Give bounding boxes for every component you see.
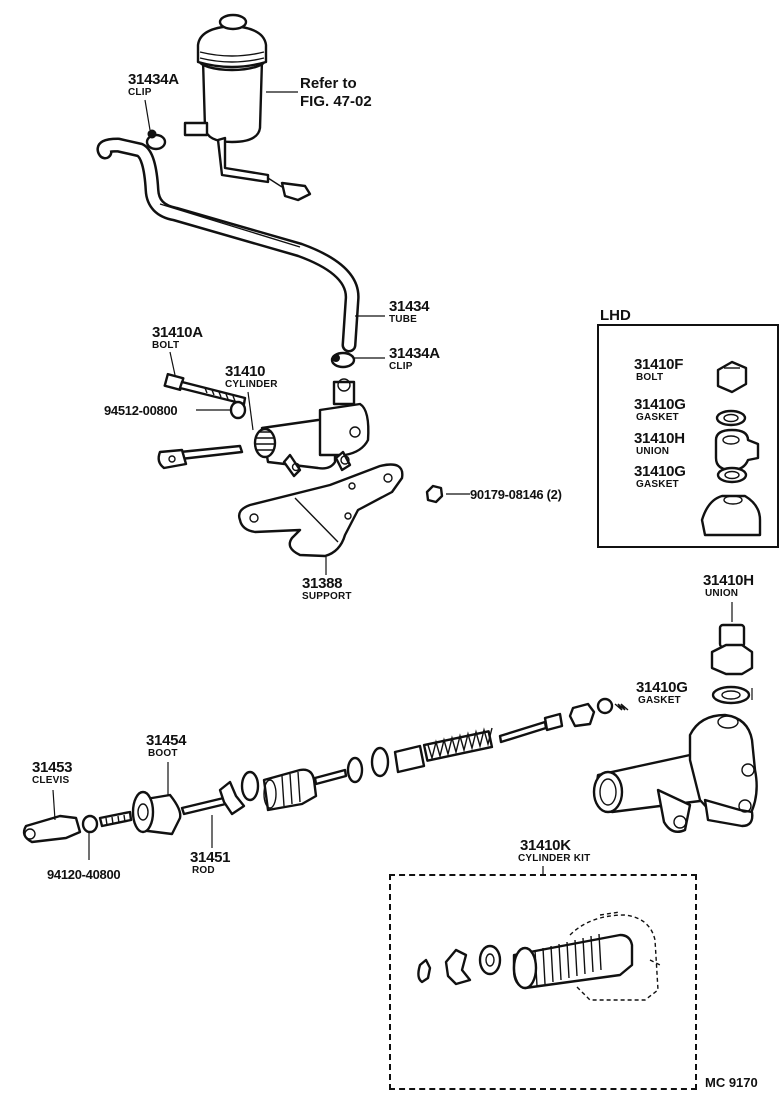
label-lhd-gasket2-number: 31410G <box>634 463 686 480</box>
label-washer-number: 94512-00800 <box>104 403 178 418</box>
label-clevis-name: CLEVIS <box>32 775 70 786</box>
lhd-title: LHD <box>600 307 631 324</box>
label-cylinder-kit-name: CYLINDER KIT <box>518 853 591 864</box>
label-clip-top-name: CLIP <box>128 87 152 98</box>
label-lhd-union-number: 31410H <box>634 430 685 447</box>
label-tube-number: 31434 <box>389 298 430 315</box>
nut <box>425 484 444 504</box>
clip-mid <box>330 351 356 369</box>
label-bolt-main-number: 31410A <box>152 324 203 341</box>
label-clip-mid-name: CLIP <box>389 361 413 372</box>
label-rod-name: ROD <box>192 865 215 876</box>
label-lhd-bolt-name: BOLT <box>636 372 664 383</box>
label-union-main-name: UNION <box>705 588 739 599</box>
label-boot-name: BOOT <box>148 748 178 759</box>
label-cylinder-name: CYLINDER <box>225 379 278 390</box>
label-nut-number: 90179-08146 (2) <box>470 487 562 502</box>
label-clip-mid-number: 31434A <box>389 345 440 362</box>
figure-code: MC 9170 <box>705 1075 758 1090</box>
label-gasket-main-name: GASKET <box>638 695 681 706</box>
lhd-parts <box>700 360 762 537</box>
label-rod-number: 31451 <box>190 849 231 866</box>
label-union-main-number: 31410H <box>703 572 754 589</box>
label-gasket-main-number: 31410G <box>636 679 688 696</box>
reservoir <box>183 13 312 202</box>
tube <box>96 137 360 353</box>
label-support-number: 31388 <box>302 575 343 592</box>
lhd-box <box>597 324 779 548</box>
piston-parts <box>22 697 629 844</box>
reference-line1: Refer to <box>300 75 357 92</box>
cylinder-kit-box <box>389 874 697 1090</box>
label-lhd-gasket1-name: GASKET <box>636 412 679 423</box>
union-main <box>710 623 754 705</box>
support-bracket <box>237 463 404 558</box>
label-lhd-gasket1-number: 31410G <box>634 396 686 413</box>
master-cylinder-lower <box>592 713 758 833</box>
label-lhd-bolt-number: 31410F <box>634 356 684 373</box>
label-clip-top-number: 31434A <box>128 71 179 88</box>
label-cylinder-number: 31410 <box>225 363 266 380</box>
clip-top <box>145 129 167 151</box>
label-bolt-main-name: BOLT <box>152 340 180 351</box>
reference-line2: FIG. 47-02 <box>300 93 372 110</box>
label-support-name: SUPPORT <box>302 591 352 602</box>
label-nut-rod-number: 94120-40800 <box>47 867 121 882</box>
label-lhd-union-name: UNION <box>636 446 670 457</box>
washer <box>229 400 247 420</box>
label-cylinder-kit-number: 31410K <box>520 837 571 854</box>
label-boot-number: 31454 <box>146 732 187 749</box>
cylinder-kit-parts <box>417 911 661 1001</box>
label-clevis-number: 31453 <box>32 759 73 776</box>
label-lhd-gasket2-name: GASKET <box>636 479 679 490</box>
master-cylinder-upper <box>157 378 370 478</box>
label-tube-name: TUBE <box>389 314 418 325</box>
